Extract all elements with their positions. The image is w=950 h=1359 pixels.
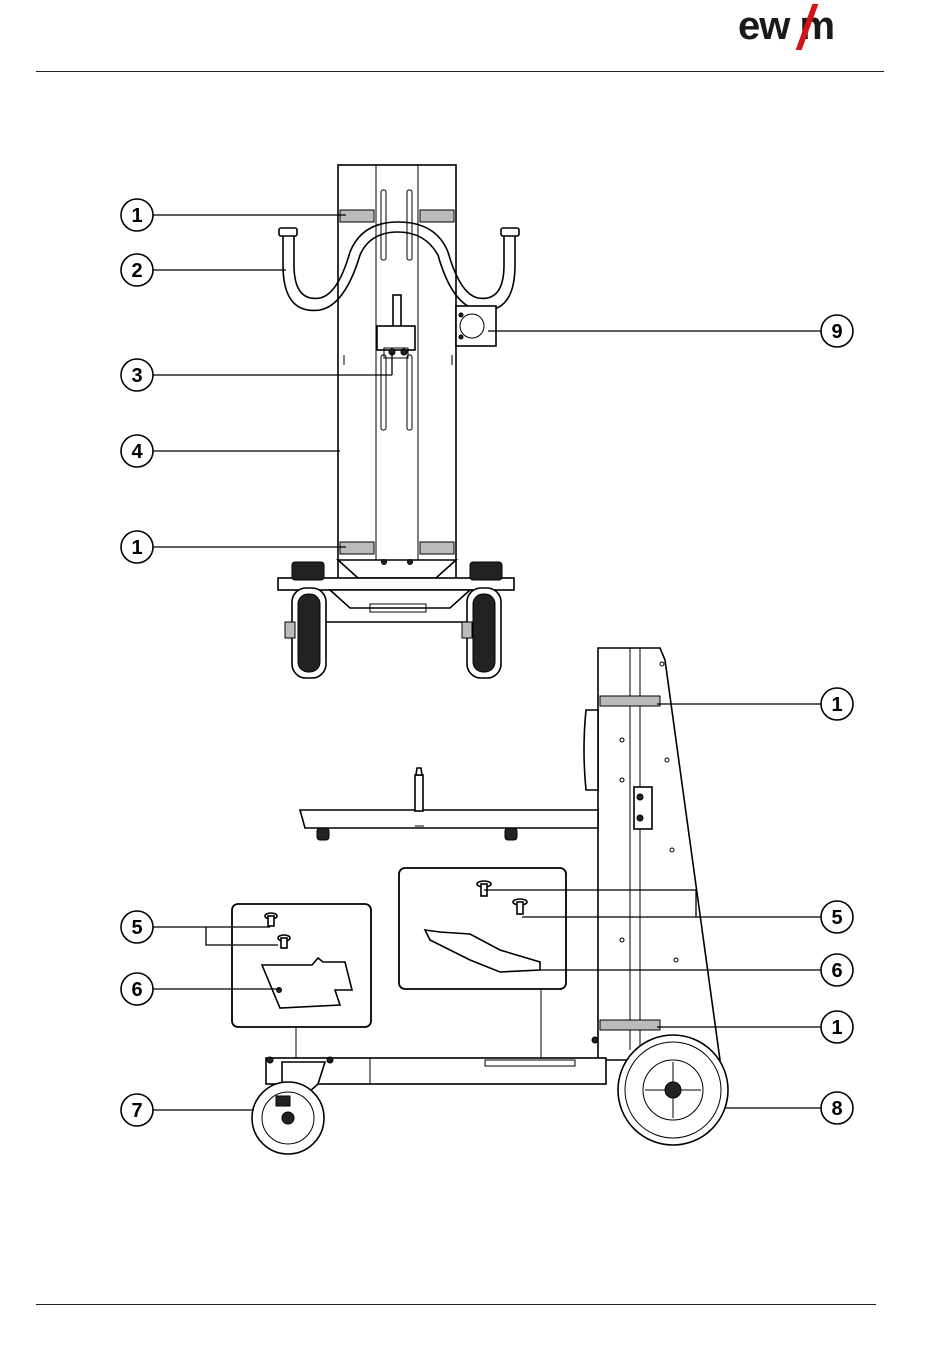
callout-label: 3 xyxy=(131,365,142,387)
callout-label: 9 xyxy=(831,321,842,343)
callout-label: 1 xyxy=(831,694,842,716)
inset-left xyxy=(232,904,371,1027)
callout-label: 1 xyxy=(131,205,142,227)
callout-label: 6 xyxy=(831,960,842,982)
shelf xyxy=(300,810,598,828)
upper-bracket-left xyxy=(340,210,374,222)
callout-label: 4 xyxy=(131,441,143,463)
front-view xyxy=(278,165,519,678)
callout-label: 2 xyxy=(131,260,142,282)
callouts-front-view: 1 2 3 4 1 9 xyxy=(121,199,853,563)
inset-right xyxy=(399,868,566,989)
callout-label: 8 xyxy=(831,1098,842,1120)
side-bracket xyxy=(456,306,496,346)
side-lower-bracket xyxy=(600,1020,660,1030)
lower-bracket-left xyxy=(340,542,374,554)
side-upper-bracket xyxy=(600,696,660,706)
torch-holder-block xyxy=(377,326,415,350)
side-column xyxy=(598,648,720,1060)
callout-label: 6 xyxy=(131,979,142,1001)
lower-bracket-right xyxy=(420,542,454,554)
callout-label: 1 xyxy=(131,537,142,559)
upper-bracket-right xyxy=(420,210,454,222)
callout-label: 7 xyxy=(131,1100,142,1122)
callout-label: 5 xyxy=(831,907,842,929)
callout-label: 5 xyxy=(131,917,142,939)
callout-label: 1 xyxy=(831,1017,842,1039)
